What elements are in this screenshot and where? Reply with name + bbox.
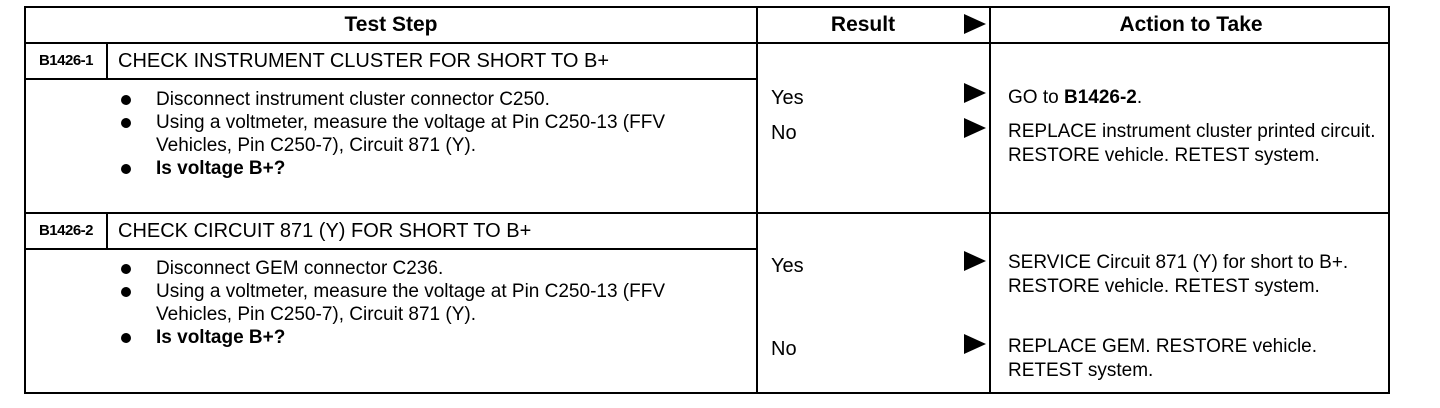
title-underline-2 (26, 248, 756, 250)
action-no-2: REPLACE GEM. RESTORE vehicle. RETEST sys… (1008, 336, 1318, 381)
action-yes-1: GO to B1426-2. (1008, 87, 1143, 108)
column-divider-action (989, 8, 991, 392)
title-underline-1 (26, 78, 756, 80)
step-bullets-1: Disconnect instrument cluster connector … (118, 88, 738, 180)
action-yes-2: SERVICE Circuit 871 (Y) for short to B+.… (1008, 252, 1349, 297)
result-yes-1: Yes (771, 87, 804, 109)
arrow-icon (964, 83, 986, 103)
arrow-icon (964, 334, 986, 354)
bullet-icon (121, 264, 131, 274)
step-title-1: CHECK INSTRUMENT CLUSTER FOR SHORT TO B+ (118, 50, 610, 72)
action-no-1: REPLACE instrument cluster printed circu… (1008, 121, 1376, 166)
code-divider-1 (106, 42, 108, 78)
bullet-icon (121, 118, 131, 128)
bullet-item: Disconnect GEM connector C236. (118, 257, 738, 280)
bullet-item: Using a voltmeter, measure the voltage a… (118, 111, 738, 157)
bullet-icon (121, 333, 131, 343)
bullet-item: Is voltage B+? (118, 326, 738, 349)
step-title-2: CHECK CIRCUIT 871 (Y) FOR SHORT TO B+ (118, 220, 532, 242)
header-test-step: Test Step (344, 13, 438, 36)
header-action: Action to Take (1119, 13, 1263, 36)
step-code-2: B1426-2 (38, 222, 94, 239)
bullet-item: Using a voltmeter, measure the voltage a… (118, 280, 738, 326)
result-yes-2: Yes (771, 255, 804, 277)
column-divider-test (756, 8, 758, 392)
bullet-item: Disconnect instrument cluster connector … (118, 88, 738, 111)
result-no-1: No (771, 122, 797, 144)
arrow-icon (964, 251, 986, 271)
header-divider (26, 42, 1390, 44)
bullet-icon (121, 287, 131, 297)
step-code-1: B1426-1 (38, 52, 94, 69)
bullet-item: Is voltage B+? (118, 157, 738, 180)
bullet-icon (121, 164, 131, 174)
step-bullets-2: Disconnect GEM connector C236. Using a v… (118, 257, 738, 349)
diagnostic-table: Test Step Result Action to Take B1426-1 … (24, 6, 1390, 394)
header-arrow-icon (964, 14, 986, 34)
header-result: Result (830, 13, 896, 36)
arrow-icon (964, 118, 986, 138)
result-no-2: No (771, 338, 797, 360)
code-divider-2 (106, 212, 108, 248)
step-divider (26, 212, 1390, 214)
bullet-icon (121, 95, 131, 105)
